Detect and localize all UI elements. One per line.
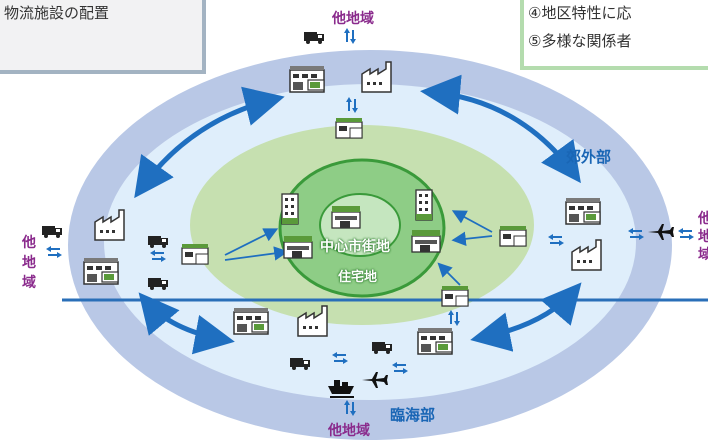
- other-region-label-left: 他: [22, 235, 36, 251]
- residential-label: 住宅地: [338, 270, 378, 285]
- transfer-arrows-icon: [46, 246, 62, 258]
- other-region-label-right: 地: [698, 229, 708, 245]
- arrow-left-to-center-2: [224, 246, 289, 261]
- waterfront-label: 臨海部: [390, 406, 436, 424]
- truck-icon: [304, 32, 324, 44]
- warehouse-icon: [417, 327, 453, 355]
- arrow-bottom-to-center: [437, 262, 461, 286]
- shop-icon: [283, 235, 313, 259]
- policy-box-left: 物流施設の配置: [0, 0, 206, 74]
- warehouse-icon: [565, 197, 601, 225]
- arrow-right-to-center-2: [451, 231, 493, 246]
- other-region-label-left: 域: [22, 275, 36, 291]
- office-building-icon: [281, 193, 299, 225]
- city-center-label: 中心市街地: [320, 239, 390, 255]
- other-region-label-right: 他: [698, 211, 708, 227]
- truck-icon: [42, 226, 62, 238]
- warehouse-icon: [83, 257, 119, 285]
- policy-box-right: ④地区特性に応 ⑤多様な関係者: [520, 0, 708, 70]
- warehouse-icon: [289, 65, 325, 93]
- other-region-label-top: 他地域: [332, 11, 374, 27]
- suburb-label: 郊外部: [566, 148, 612, 166]
- depot-icon: [181, 243, 209, 265]
- policy-text: 物流施設の配置: [4, 4, 110, 22]
- depot-icon: [335, 117, 363, 139]
- arrow-bottom-right: [470, 282, 582, 352]
- arrow-top-right: [420, 74, 581, 184]
- policy-text: ⑤多様な関係者: [528, 32, 632, 50]
- warehouse-icon: [233, 307, 269, 335]
- shop-icon: [331, 205, 361, 229]
- other-region-label-bottom: 他地域: [328, 423, 370, 439]
- office-building-icon: [415, 189, 433, 221]
- depot-icon: [441, 285, 469, 307]
- depot-icon: [499, 225, 527, 247]
- shop-icon: [411, 229, 441, 253]
- transfer-arrows-icon: [678, 228, 694, 240]
- transfer-arrows-icon: [344, 28, 356, 44]
- arrow-bottom-left: [138, 292, 235, 355]
- arrow-top-left: [134, 86, 285, 199]
- arrow-right-to-center-1: [451, 210, 493, 233]
- other-region-label-right: 域: [698, 247, 708, 263]
- policy-text: ④地区特性に応: [528, 4, 632, 22]
- arrow-left-to-center-1: [224, 228, 279, 256]
- other-region-label-left: 地: [22, 255, 36, 271]
